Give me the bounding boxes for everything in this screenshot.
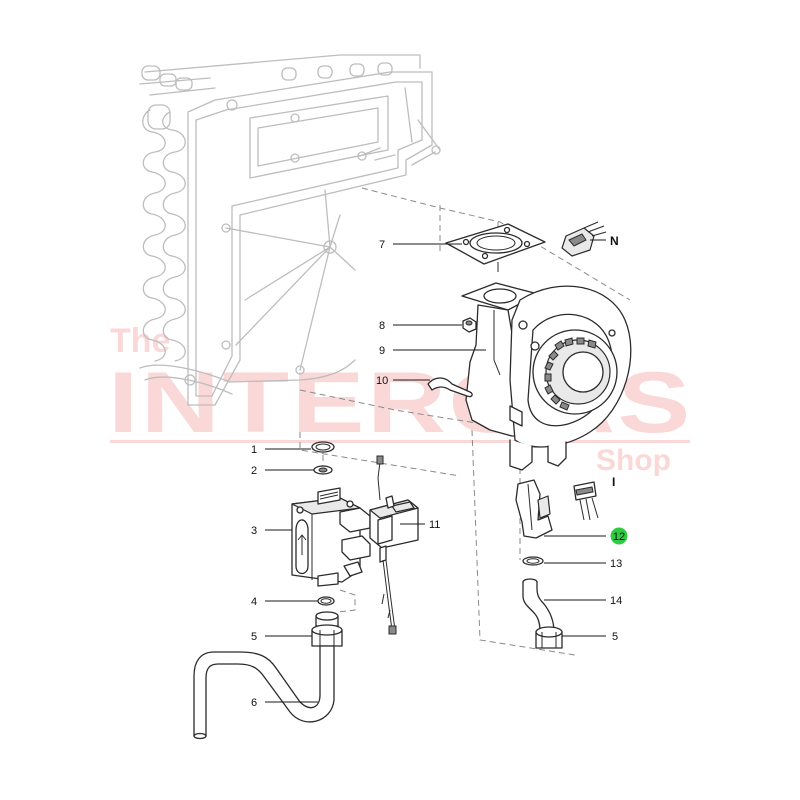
- callout-12-highlight: 12: [610, 527, 628, 545]
- plastic-bracket: [515, 479, 553, 539]
- callout-7: 7: [379, 239, 385, 251]
- callout-13: 13: [610, 558, 622, 570]
- impeller-vents: [544, 337, 597, 411]
- watermark-line1: The: [110, 322, 170, 360]
- union-nut-right: [535, 626, 563, 649]
- o-ring-13: [522, 556, 544, 566]
- connector-i: [573, 481, 599, 521]
- leader-lines: [265, 239, 606, 703]
- callout-1: 1: [251, 444, 257, 456]
- callout-9: 9: [379, 345, 385, 357]
- callout-10: 10: [376, 375, 388, 387]
- callout-i: I: [612, 475, 615, 489]
- callout-11: 11: [429, 519, 440, 531]
- callout-4: 4: [251, 596, 257, 608]
- callout-5-right: 5: [612, 631, 618, 643]
- fan-assembly: [461, 282, 632, 471]
- callout-6: 6: [251, 697, 257, 709]
- callout-2: 2: [251, 465, 257, 477]
- callout-12: 12: [613, 531, 625, 543]
- heat-exchanger-ghost: [139, 54, 441, 406]
- connector-n: [561, 221, 607, 257]
- nut: [462, 317, 477, 333]
- callout-14: 14: [610, 595, 622, 607]
- spring-clip: [427, 377, 473, 398]
- highlight-marker: [610, 527, 628, 545]
- o-ring-1: [311, 441, 335, 453]
- callout-3: 3: [251, 525, 257, 537]
- gas-pipe: [193, 645, 335, 740]
- o-ring-4: [317, 596, 335, 606]
- gas-valve: [291, 487, 371, 587]
- valve-coil: [369, 455, 419, 635]
- watermark-underline: [110, 440, 690, 443]
- callout-8: 8: [379, 320, 385, 332]
- bent-pipe: [522, 578, 555, 633]
- gasket-plate: [445, 223, 546, 272]
- callout-labels: 7 8 9 10 1 2 3 4 5 6 11 12 13 14 5 N I: [251, 234, 628, 709]
- callout-5-left: 5: [251, 631, 257, 643]
- union-nut-left: [311, 611, 343, 647]
- washer-2: [313, 465, 333, 475]
- watermark-line3: Shop: [596, 444, 671, 477]
- callout-n: N: [610, 234, 619, 248]
